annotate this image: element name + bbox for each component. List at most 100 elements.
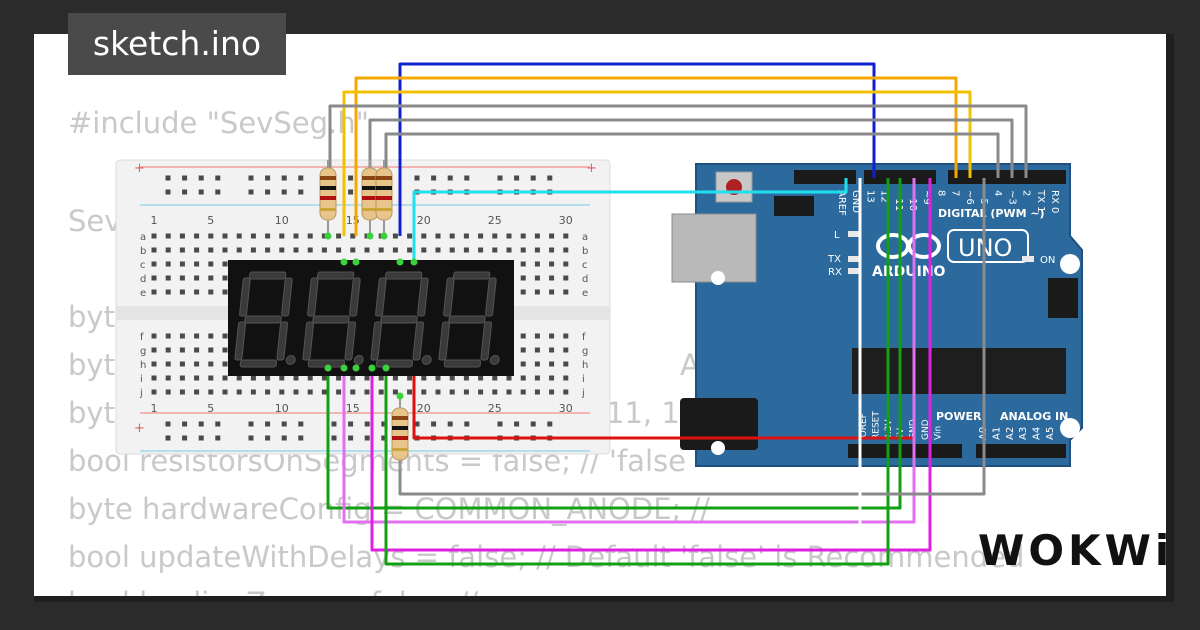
row-label-left: i: [140, 374, 143, 385]
breadboard-hole: [179, 333, 185, 339]
rail-hole: [464, 421, 470, 427]
rail-hole: [265, 175, 271, 181]
breadboard-hole: [250, 247, 256, 253]
resistor-4[interactable]: [391, 396, 409, 470]
breadboard-hole: [520, 375, 526, 381]
breadboard-hole: [194, 289, 200, 295]
column-number-bottom: 30: [559, 402, 573, 415]
breadboard-hole: [563, 375, 569, 381]
pin-connection-dot: [366, 232, 374, 240]
rail-hole: [414, 175, 420, 181]
digital-pin-label: ~9: [921, 190, 932, 205]
power-pin-label: Vin: [933, 426, 943, 440]
rail-hole: [182, 189, 188, 195]
digit-dot: [353, 355, 364, 365]
power-pin-label: IOREF: [859, 413, 869, 440]
led-l-label: L: [834, 230, 840, 241]
rail-hole: [198, 421, 204, 427]
breadboard-hole: [364, 247, 370, 253]
rail-hole: [198, 435, 204, 441]
breadboard-hole: [208, 375, 214, 381]
wire-green-2[interactable]: [384, 178, 890, 566]
column-number-top: 20: [417, 214, 431, 227]
breadboard-hole: [421, 375, 427, 381]
rail-plus-label-right: +: [586, 161, 597, 176]
digit-segment: [234, 321, 247, 361]
wire-gray-4[interactable]: [398, 178, 986, 496]
column-number-top: 1: [151, 214, 158, 227]
breadboard-hole: [336, 389, 342, 395]
breadboard-hole: [435, 389, 441, 395]
breadboard-hole: [307, 375, 313, 381]
rail-hole: [165, 435, 171, 441]
breadboard-hole: [520, 261, 526, 267]
resistor-1[interactable]: [319, 160, 337, 236]
pin-connection-dot: [380, 232, 388, 240]
resistor-3[interactable]: [375, 160, 393, 236]
breadboard-hole: [534, 247, 540, 253]
breadboard-hole: [222, 275, 228, 281]
breadboard-hole: [179, 233, 185, 239]
breadboard-hole: [407, 375, 413, 381]
breadboard-hole: [520, 389, 526, 395]
breadboard-hole: [449, 389, 455, 395]
digital-pin-label: 12: [879, 190, 890, 203]
breadboard-hole: [208, 333, 214, 339]
breadboard-hole: [236, 233, 242, 239]
resistors: [319, 160, 409, 470]
resistor-2[interactable]: [361, 160, 379, 236]
breadboard-hole: [208, 261, 214, 267]
analog-pin-label: A4: [1032, 427, 1043, 440]
wire-gray-1[interactable]: [328, 104, 1028, 178]
wire-magenta[interactable]: [370, 178, 932, 552]
breadboard-hole: [222, 347, 228, 353]
code-line-1: #include "SevSeg.h": [68, 106, 369, 140]
breadboard-hole: [222, 247, 228, 253]
wire-gray-3[interactable]: [384, 132, 1000, 178]
breadboard-hole: [151, 275, 157, 281]
digit-segment: [412, 321, 425, 361]
wire-orange[interactable]: [354, 76, 958, 236]
breadboard-hole: [563, 389, 569, 395]
breadboard-hole: [563, 347, 569, 353]
breadboard-hole: [534, 347, 540, 353]
breadboard-hole: [421, 233, 427, 239]
wire-gray-2[interactable]: [368, 118, 1014, 178]
breadboard-hole: [534, 333, 540, 339]
breadboard-hole: [350, 375, 356, 381]
wire-cyan[interactable]: [412, 178, 848, 262]
breadboard-hole: [336, 233, 342, 239]
breadboard-hole: [194, 233, 200, 239]
breadboard-hole: [534, 389, 540, 395]
breadboard-hole: [463, 233, 469, 239]
display-digits: [234, 271, 500, 368]
arduino-logo-text: ARDUINO: [872, 264, 946, 280]
header-power: [848, 444, 962, 458]
breadboard-hole: [179, 375, 185, 381]
breadboard-hole: [449, 247, 455, 253]
breadboard-hole: [179, 289, 185, 295]
breadboard-hole: [179, 347, 185, 353]
breadboard-hole: [563, 233, 569, 239]
rail-hole: [331, 435, 337, 441]
breadboard-hole: [236, 375, 242, 381]
wire-green-1[interactable]: [326, 178, 902, 510]
sketch-title[interactable]: sketch.ino: [68, 13, 286, 75]
breadboard-hole: [506, 247, 512, 253]
breadboard-hole: [194, 261, 200, 267]
breadboard-hole: [151, 261, 157, 267]
breadboard-hole: [222, 261, 228, 267]
row-label-left: h: [140, 360, 146, 371]
row-label-right: j: [581, 388, 585, 399]
breadboard-hole: [506, 375, 512, 381]
wire-violet[interactable]: [342, 178, 916, 524]
breadboard-hole: [236, 389, 242, 395]
breadboard-hole: [307, 233, 313, 239]
connection-dots: [324, 232, 418, 400]
digit-segment: [370, 321, 383, 361]
breadboard-hole: [492, 375, 498, 381]
led-rx: [848, 268, 860, 274]
seven-segment-display[interactable]: [228, 260, 514, 376]
digit-segment: [316, 271, 355, 280]
